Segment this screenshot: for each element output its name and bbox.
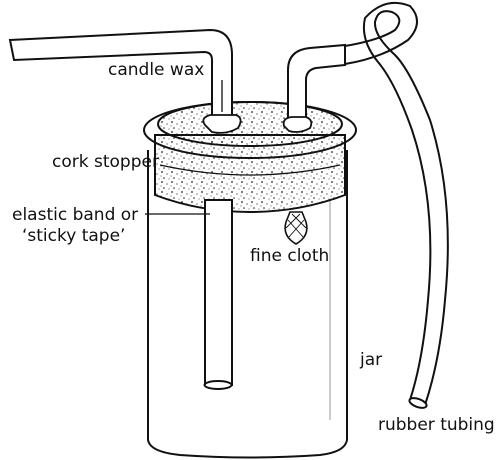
leader-lines	[145, 80, 223, 215]
jar-body	[147, 150, 348, 459]
rubber-tubing	[344, 2, 449, 409]
fine-cloth-bag	[284, 211, 308, 245]
tube-under-cork	[204, 200, 233, 385]
elastic-band-label-line1: elastic band or	[12, 205, 139, 225]
candle-wax-label: candle wax	[108, 60, 205, 80]
short-glass-tube	[287, 43, 346, 129]
rubber-tubing-label: rubber tubing	[378, 415, 495, 435]
jar-label: jar	[360, 350, 383, 370]
cork-stopper-label: cork stopper	[52, 152, 159, 172]
fine-cloth-label: fine cloth	[250, 246, 330, 266]
candle-wax	[202, 114, 313, 134]
elastic-band-label-line2: ‘sticky tape’	[22, 226, 126, 246]
cork-stopper	[154, 101, 346, 214]
